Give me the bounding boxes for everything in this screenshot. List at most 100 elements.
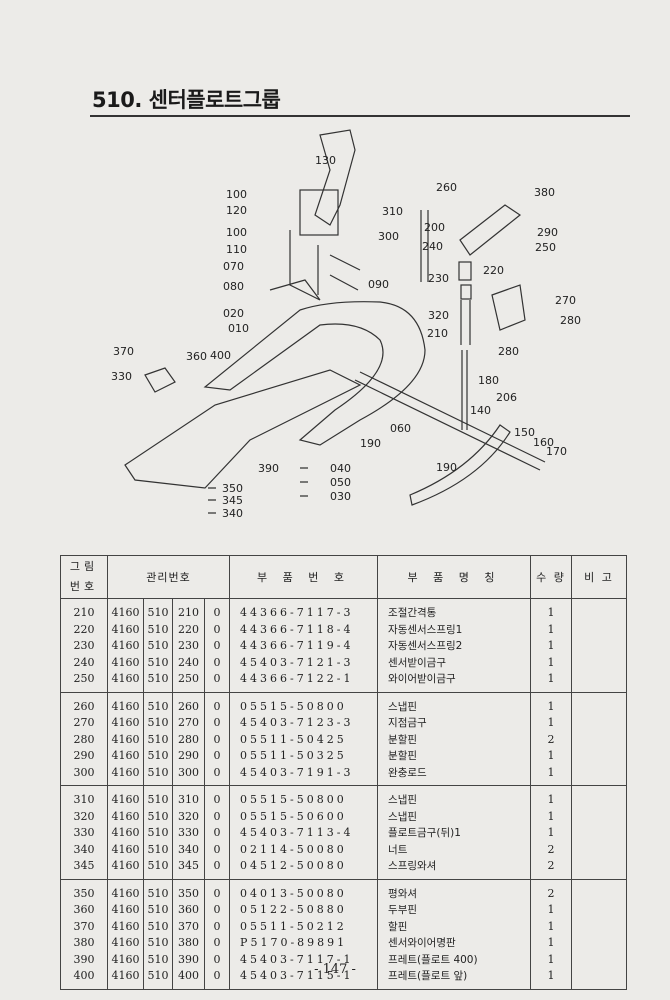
qty-cell: 1 xyxy=(530,764,573,786)
remarks-cell xyxy=(571,935,628,952)
mgmt-no-2-cell: 510 xyxy=(143,918,173,935)
part-name-cell: 센서와이어명판 xyxy=(377,935,532,952)
callout-345: 345 xyxy=(222,494,243,507)
fulcrum-270 xyxy=(491,284,526,331)
fig-no-cell: 250 xyxy=(60,671,108,693)
qty-cell: 1 xyxy=(530,621,573,638)
part-no-cell: 45403-7113-4 xyxy=(229,825,379,842)
mgmt-no-4-cell: 0 xyxy=(203,621,231,638)
part-name-cell: 분할핀 xyxy=(377,748,532,765)
qty-cell: 2 xyxy=(530,858,573,880)
qty-cell: 1 xyxy=(530,598,573,622)
mgmt-no-4-cell: 0 xyxy=(203,808,231,825)
remarks-cell xyxy=(571,598,628,622)
remarks-cell xyxy=(571,951,628,968)
part-name-cell: 프레트(플로트 앞) xyxy=(377,968,532,990)
spring-220 xyxy=(458,261,472,281)
float-outline xyxy=(203,301,426,446)
callout-360: 360 xyxy=(186,350,207,363)
diagram-drawing xyxy=(124,129,546,514)
remarks-cell xyxy=(571,918,628,935)
part-name-cell: 분할핀 xyxy=(377,731,532,748)
part-no-cell: P5170-89891 xyxy=(229,935,379,952)
mgmt-no-1-cell: 4160 xyxy=(107,692,144,715)
mgmt-no-4-cell: 0 xyxy=(203,935,231,952)
qty-cell: 1 xyxy=(530,671,573,693)
mgmt-no-1-cell: 4160 xyxy=(107,858,144,880)
callout-100: 100 xyxy=(226,188,247,201)
mgmt-no-4-cell: 0 xyxy=(203,638,231,655)
mgmt-no-4-cell: 0 xyxy=(203,858,231,880)
mgmt-no-4-cell: 0 xyxy=(203,841,231,858)
part-no-cell: 05511-50212 xyxy=(229,918,379,935)
remarks-cell xyxy=(571,808,628,825)
page-title: 510. 센터플로트그룹 xyxy=(92,88,281,112)
fig-no-cell: 270 xyxy=(60,715,108,732)
part-name-cell: 지점금구 xyxy=(377,715,532,732)
callout-280: 280 xyxy=(560,314,581,327)
callout-090: 090 xyxy=(368,278,389,291)
remarks-cell xyxy=(571,731,628,748)
part-no-cell: 05515-50600 xyxy=(229,808,379,825)
mgmt-no-1-cell: 4160 xyxy=(107,748,144,765)
skid-140 xyxy=(409,424,511,506)
spring-230 xyxy=(460,284,472,300)
remarks-cell xyxy=(571,968,628,990)
mgmt-no-1-cell: 4160 xyxy=(107,671,144,693)
rod-300 xyxy=(420,210,429,282)
part-name-cell: 두부핀 xyxy=(377,902,532,919)
remarks-cell xyxy=(571,654,628,671)
mgmt-no-1-cell: 4160 xyxy=(107,808,144,825)
qty-cell: 1 xyxy=(530,918,573,935)
mgmt-no-2-cell: 510 xyxy=(143,621,173,638)
mgmt-no-3-cell: 400 xyxy=(172,968,205,990)
mgmt-no-2-cell: 510 xyxy=(143,951,173,968)
hardware-stack xyxy=(208,467,308,514)
fig-no-cell: 230 xyxy=(60,638,108,655)
part-name-cell: 플로트금구(뒤)1 xyxy=(377,825,532,842)
mgmt-no-3-cell: 280 xyxy=(172,731,205,748)
fig-no-cell: 310 xyxy=(60,785,108,809)
qty-cell: 1 xyxy=(530,808,573,825)
mgmt-no-2-cell: 510 xyxy=(143,671,173,693)
mgmt-no-1-cell: 4160 xyxy=(107,715,144,732)
callout-100: 100 xyxy=(226,226,247,239)
callout-340: 340 xyxy=(222,507,243,520)
lift-arm xyxy=(314,129,356,226)
callout-210: 210 xyxy=(427,327,448,340)
part-no-cell: 44366-7122-1 xyxy=(229,671,379,693)
mgmt-no-3-cell: 220 xyxy=(172,621,205,638)
part-no-cell: 44366-7119-4 xyxy=(229,638,379,655)
mgmt-no-2-cell: 510 xyxy=(143,764,173,786)
mgmt-no-2-cell: 510 xyxy=(143,598,173,622)
callout-400: 400 xyxy=(210,349,231,362)
mgmt-no-2-cell: 510 xyxy=(143,858,173,880)
callout-050: 050 xyxy=(330,476,351,489)
remarks-cell xyxy=(571,841,628,858)
callout-190: 190 xyxy=(436,461,457,474)
part-no-cell: 45403-7115-1 xyxy=(229,968,379,990)
remarks-cell xyxy=(571,692,628,715)
callout-370: 370 xyxy=(113,345,134,358)
callout-220: 220 xyxy=(483,264,504,277)
callout-040: 040 xyxy=(330,462,351,475)
mgmt-no-3-cell: 360 xyxy=(172,902,205,919)
mgmt-no-4-cell: 0 xyxy=(203,902,231,919)
remarks-cell xyxy=(571,715,628,732)
mgmt-no-1-cell: 4160 xyxy=(107,731,144,748)
mgmt-no-2-cell: 510 xyxy=(143,748,173,765)
fig-no-cell: 400 xyxy=(60,968,108,990)
mgmt-no-1-cell: 4160 xyxy=(107,825,144,842)
qty-cell: 1 xyxy=(530,638,573,655)
mgmt-no-4-cell: 0 xyxy=(203,825,231,842)
